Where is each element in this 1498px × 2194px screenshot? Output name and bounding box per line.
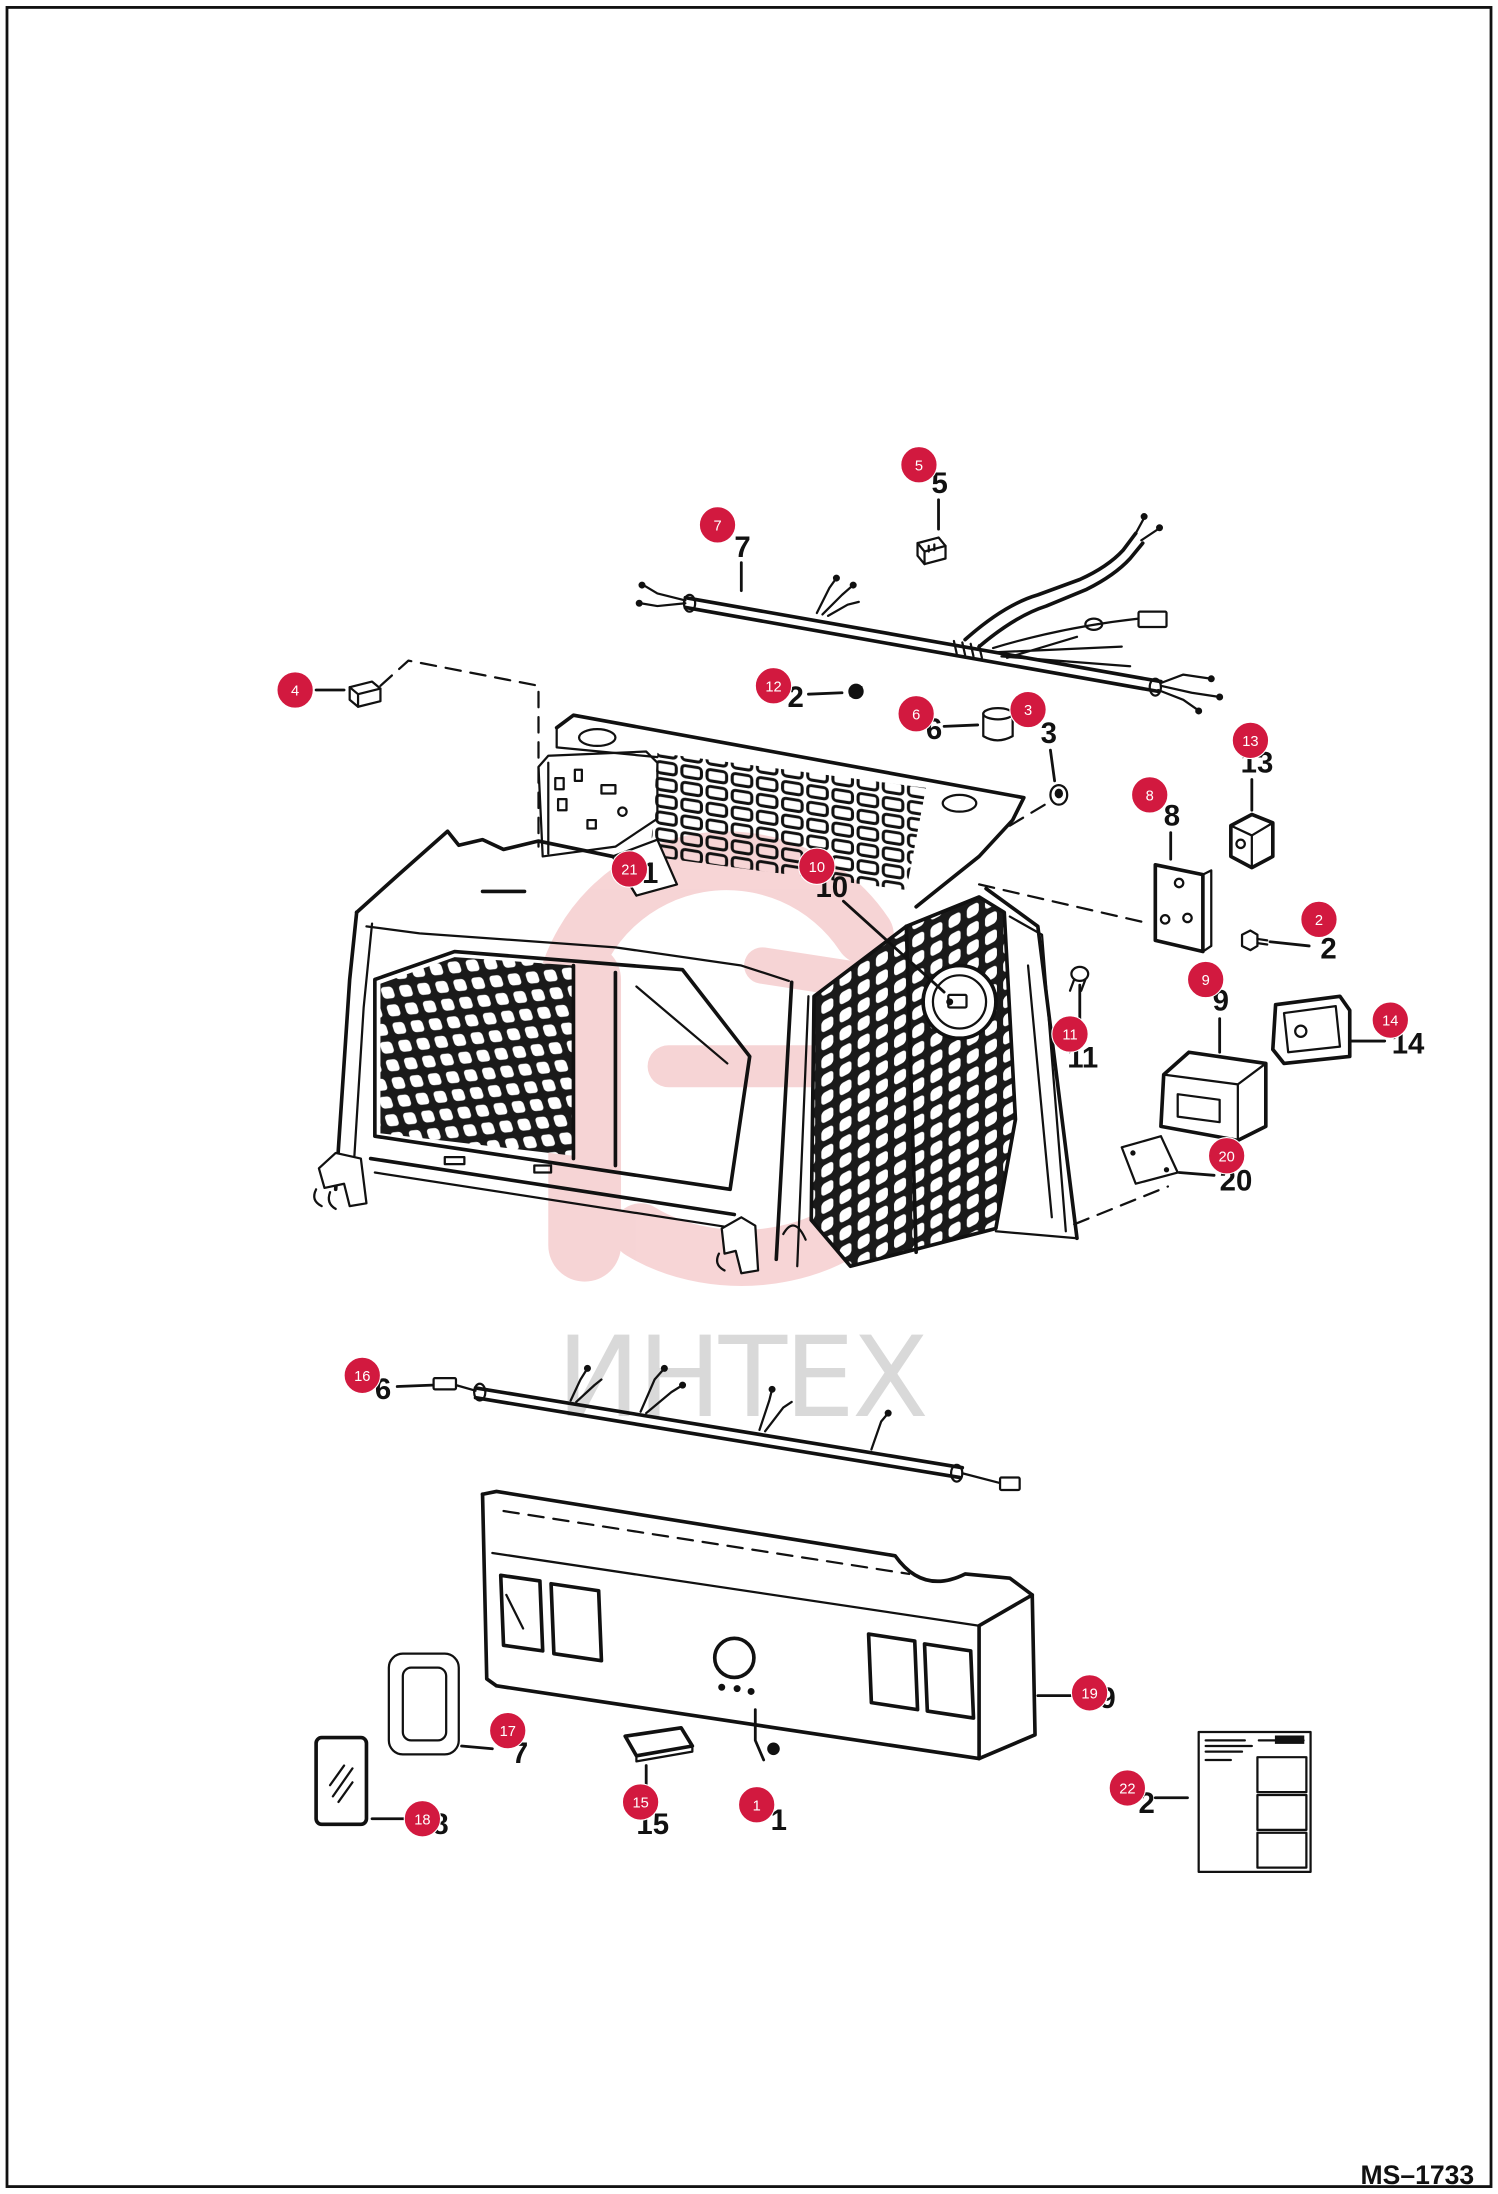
callouts: 1 2 3 4 5 6 7 8 9 10 11 12 13 14 15 16 1… [276,446,1410,1838]
callout-number: 12 [765,679,781,695]
screw-1 [767,1742,780,1756]
light-13 [1229,812,1275,870]
callout-number: 15 [632,1796,648,1812]
page-frame [5,6,1493,2188]
callout-number: 4 [291,684,299,700]
cab-body [313,713,1079,1275]
callout-9[interactable]: 9 [1186,960,1225,999]
relay-6 [982,707,1014,742]
watermark-text: ИНТЕХ [557,1313,929,1443]
callout-4[interactable]: 4 [276,671,314,709]
plate-15 [623,1725,695,1763]
callout-5[interactable]: 5 [900,446,938,484]
lamp-14 [1270,994,1352,1066]
part-label-1: 1 [771,1804,787,1837]
callout-2[interactable]: 2 [1300,900,1338,939]
callout-22[interactable]: 22 [1108,1769,1147,1807]
callout-number: 18 [414,1812,430,1828]
callout-17[interactable]: 17 [488,1711,527,1750]
part-label-3: 3 [1041,717,1057,750]
callout-18[interactable]: 18 [403,1799,442,1838]
light-housing-9 [1159,1050,1268,1143]
callout-number: 17 [500,1724,516,1740]
callout-15[interactable]: 15 [621,1783,660,1821]
callout-13[interactable]: 13 [1231,721,1270,760]
callout-number: 3 [1024,703,1032,719]
callout-number: 7 [713,519,721,535]
decal-sheet-22 [1197,1730,1312,1873]
callout-8[interactable]: 8 [1130,776,1169,814]
callout-3[interactable]: 3 [1009,690,1047,729]
drawing-number: MS–1733 [1361,2160,1475,2190]
callout-number: 5 [915,458,923,474]
part-label-2: 2 [1320,933,1336,966]
callout-number: 11 [1062,1028,1077,1044]
callout-10[interactable]: 10 [798,847,836,885]
screw-12 [848,683,864,700]
callout-number: 13 [1242,734,1258,750]
callout-20[interactable]: 20 [1207,1137,1246,1175]
callout-number: 21 [621,863,637,879]
callout-19[interactable]: 19 [1070,1674,1109,1712]
callout-number: 20 [1218,1149,1234,1165]
callout-1[interactable]: 1 [737,1785,776,1824]
lower-wire-harness [432,1364,1021,1492]
callout-7[interactable]: 7 [698,506,737,544]
part-label-8: 8 [1164,800,1180,833]
part-label-7: 7 [734,531,750,564]
mounting-bracket-8 [1153,862,1213,954]
window-glass-18 [314,1735,369,1827]
rear-panel-19 [480,1489,1037,1761]
top-wire-harness [635,513,1224,715]
callout-14[interactable]: 14 [1371,1001,1410,1039]
callout-number: 6 [912,707,920,723]
bolt-11 [1068,965,1090,992]
part-label-5: 5 [932,467,948,500]
callout-number: 8 [1146,788,1154,804]
callout-6[interactable]: 6 [897,695,935,733]
callout-number: 1 [753,1798,761,1814]
callout-number: 10 [809,860,825,876]
nut-3 [1049,783,1069,806]
callout-21[interactable]: 21 [610,850,649,888]
connector-4 [348,680,382,708]
callout-11[interactable]: 11 [1051,1015,1089,1053]
callout-number: 16 [354,1369,370,1385]
callout-number: 22 [1119,1782,1135,1798]
assembly-lines [379,659,1170,1576]
callout-number: 19 [1081,1686,1097,1702]
callout-number: 2 [1315,913,1323,929]
callout-12[interactable]: 12 [754,667,793,705]
callout-16[interactable]: 16 [343,1356,382,1395]
window-gasket-17 [387,1652,460,1756]
callout-number: 14 [1382,1014,1398,1030]
bolt-2 [1240,929,1269,952]
connector-5 [916,536,947,566]
callout-number: 9 [1202,973,1210,989]
